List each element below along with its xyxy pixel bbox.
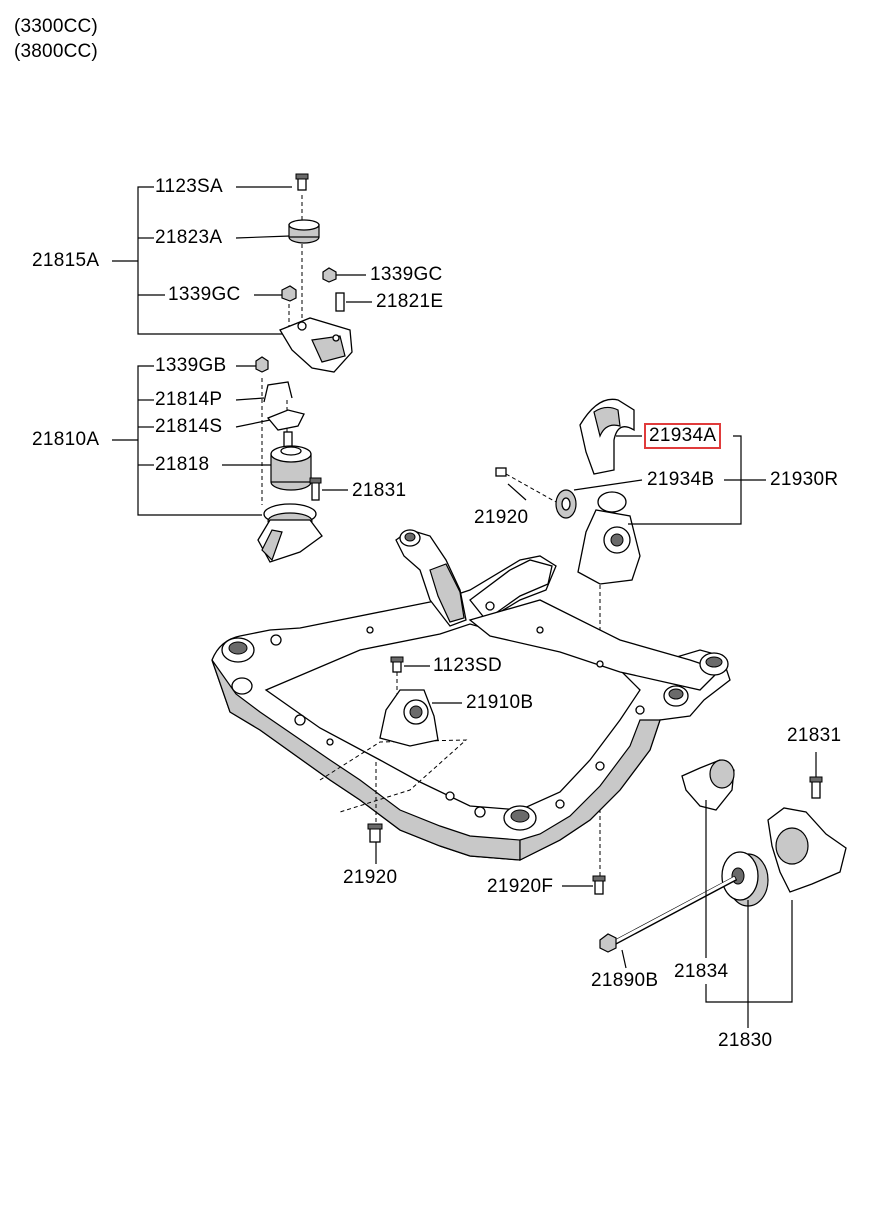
label-21818[interactable]: 21818 [155, 454, 210, 475]
label-21831-right[interactable]: 21831 [787, 725, 842, 746]
label-21920-upper[interactable]: 21920 [474, 507, 529, 528]
label-21890b[interactable]: 21890B [591, 970, 659, 991]
label-1123sd[interactable]: 1123SD [433, 655, 503, 676]
rear-mount-21830 [599, 752, 847, 1028]
label-1339gb[interactable]: 1339GB [155, 355, 227, 376]
label-21930r[interactable]: 21930R [770, 469, 839, 490]
label-21934a-highlighted[interactable]: 21934A [644, 423, 722, 449]
label-21810a[interactable]: 21810A [32, 429, 100, 450]
label-1123sa[interactable]: 1123SA [155, 176, 224, 197]
label-21831-left[interactable]: 21831 [352, 480, 407, 501]
label-1339gc-right[interactable]: 1339GC [370, 264, 443, 285]
engine-variant-3300cc: (3300CC) [14, 16, 98, 37]
label-21830[interactable]: 21830 [718, 1030, 773, 1051]
label-21934b[interactable]: 21934B [647, 469, 715, 490]
label-21920-lower[interactable]: 21920 [343, 867, 398, 888]
mount-bracket-21815a [279, 173, 353, 373]
label-1339gc-left[interactable]: 1339GC [168, 284, 241, 305]
label-21834[interactable]: 21834 [674, 961, 729, 982]
front-subframe [211, 529, 731, 861]
label-21814p[interactable]: 21814P [155, 389, 223, 410]
mount-assembly-21930r [495, 398, 766, 880]
bolt-21920f [562, 875, 606, 895]
label-21823a[interactable]: 21823A [155, 227, 223, 248]
label-21920f[interactable]: 21920F [487, 876, 554, 897]
label-21910b[interactable]: 21910B [466, 692, 534, 713]
label-21814s[interactable]: 21814S [155, 416, 223, 437]
mount-21910b [367, 656, 462, 864]
engine-mount-21810a [255, 356, 323, 563]
leader-lines-left [112, 186, 372, 516]
label-21815a[interactable]: 21815A [32, 250, 100, 271]
label-21821e[interactable]: 21821E [376, 291, 444, 312]
engine-variant-3800cc: (3800CC) [14, 41, 98, 62]
